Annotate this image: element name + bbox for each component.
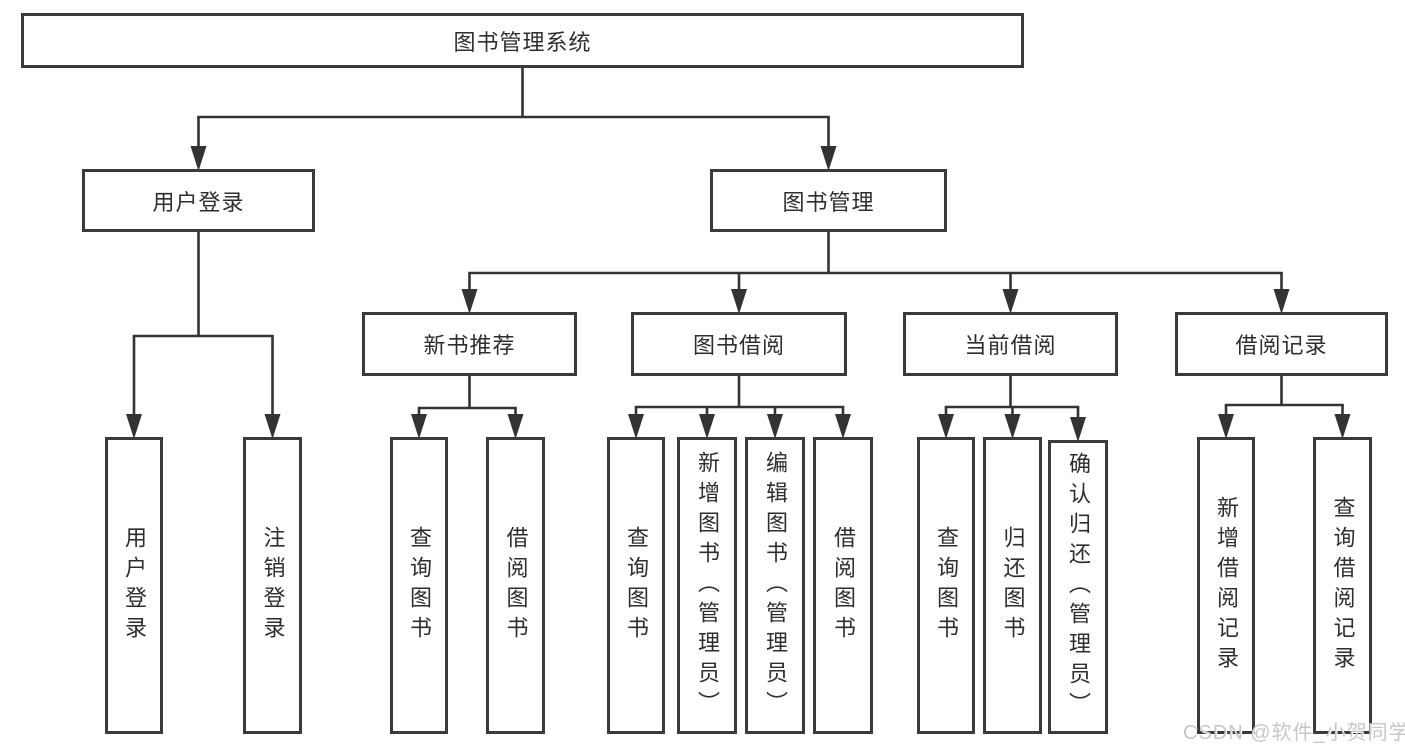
node-user-login: 用户登录 [82, 169, 315, 232]
arrowhead-leaf-borrow-book-1 [507, 414, 524, 439]
node-leaf-borrow-book-1: 借阅图书 [486, 437, 545, 734]
node-current-borrow: 当前借阅 [903, 312, 1118, 376]
node-leaf-query-book-1: 查询图书 [390, 437, 448, 734]
arrowhead-leaf-add-book [699, 414, 715, 439]
node-leaf-confirm-return: 确认归还（管理员） [1048, 440, 1108, 734]
arrowhead-leaf-user-login [126, 414, 142, 439]
node-book-management: 图书管理 [710, 169, 947, 232]
node-borrow-record: 借阅记录 [1175, 312, 1388, 376]
watermark: CSDN @软件_小贺同学 [1183, 722, 1405, 744]
arrowhead-leaf-query-book-3 [938, 414, 954, 439]
node-leaf-query-record: 查询借阅记录 [1313, 437, 1372, 734]
node-leaf-query-book-2: 查询图书 [607, 437, 665, 734]
arrowhead-leaf-edit-book [767, 414, 783, 439]
arrowhead-leaf-return-book [1004, 414, 1021, 439]
node-leaf-borrow-book-2: 借阅图书 [813, 437, 873, 734]
arrowhead-leaf-borrow-book-2 [835, 414, 851, 439]
node-leaf-return-book: 归还图书 [983, 437, 1042, 734]
node-root: 图书管理系统 [21, 13, 1024, 68]
node-book-borrow: 图书借阅 [631, 312, 847, 376]
arrowhead-leaf-query-book-2 [628, 414, 644, 439]
arrowhead-user-login [190, 146, 207, 171]
node-leaf-query-book-3: 查询图书 [917, 437, 975, 734]
arrowhead-new-book-rec [461, 289, 478, 314]
node-leaf-user-login: 用户登录 [105, 437, 163, 734]
node-leaf-add-book: 新增图书（管理员） [677, 437, 737, 734]
arrowhead-leaf-query-book-1 [411, 414, 427, 439]
node-new-book-rec: 新书推荐 [362, 312, 577, 376]
node-leaf-logout: 注销登录 [243, 437, 302, 734]
arrowhead-leaf-confirm-return [1070, 417, 1086, 442]
arrowhead-book-management [820, 146, 837, 171]
arrowhead-borrow-record [1273, 289, 1290, 314]
arrowhead-leaf-query-record [1334, 414, 1351, 439]
arrowhead-current-borrow [1002, 289, 1019, 314]
arrowhead-leaf-add-record [1218, 414, 1234, 439]
arrowhead-leaf-logout [264, 414, 281, 439]
node-leaf-edit-book: 编辑图书（管理员） [745, 437, 805, 734]
node-leaf-add-record: 新增借阅记录 [1197, 437, 1255, 734]
arrowhead-book-borrow [731, 289, 747, 314]
